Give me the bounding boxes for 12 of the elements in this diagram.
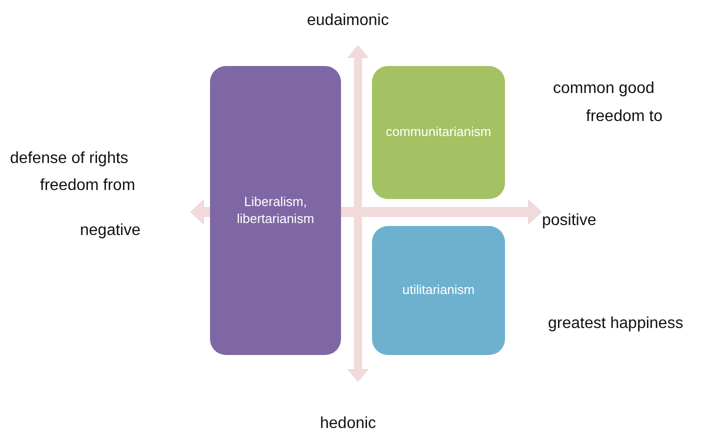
axis-label: freedom from [40,177,136,195]
axis-label: freedom to [586,108,662,126]
axis-label: negative [80,222,140,240]
axis-label: hedonic [320,415,376,433]
quadrant-box: communitarianism [372,66,505,199]
axis-label: defense of rights [10,150,128,168]
axis-label: common good [553,80,654,98]
quadrant-box: utilitarianism [372,226,505,355]
axis-label: greatest happiness [548,315,684,333]
axis-label: positive [542,212,596,230]
quadrant-box: Liberalism, libertarianism [210,66,341,355]
axis-label: eudaimonic [307,12,389,30]
